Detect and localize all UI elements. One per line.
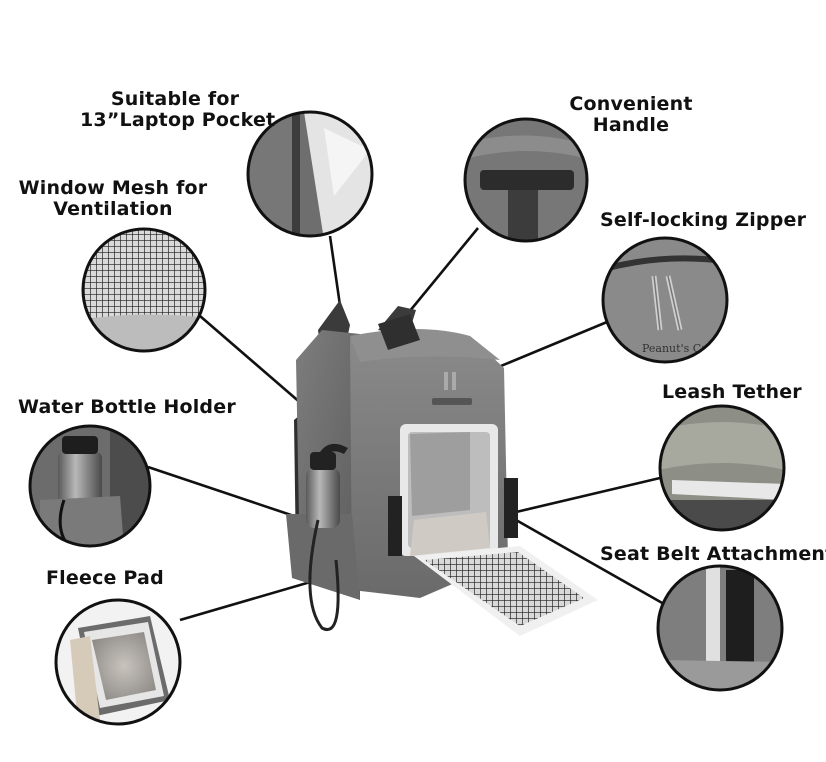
handle-label-line1: Convenient [569,93,693,115]
handle-label-line2: Handle [592,114,670,136]
fleece-pad-label: Fleece Pad [46,567,164,589]
laptop-pocket-label-line2: 13”Laptop Pocket [80,109,276,131]
zipper-detail-photo: Peanut's Ca [601,236,729,364]
handle-detail-photo [463,117,589,243]
laptop-pocket-label-line1: Suitable for [110,88,240,110]
bottle-holder-detail-photo [28,424,152,548]
seat-belt-detail-photo [656,564,784,692]
seat-belt-label: Seat Belt Attachment [600,543,826,565]
laptop-pocket-label: Suitable for 13”Laptop Pocket [80,88,276,131]
backpack [286,300,598,636]
mesh-detail-photo [81,227,207,353]
leash-tether-label: Leash Tether [662,381,802,403]
leash-tether-detail-photo [658,404,786,532]
mesh-label-line2: Ventilation [53,198,173,220]
brand-text: Peanut's Ca [642,342,708,355]
mesh-label-line1: Window Mesh for [18,177,208,199]
bottle-holder-label: Water Bottle Holder [18,396,236,418]
fleece-pad-detail-photo [54,598,182,726]
mesh-label: Window Mesh for Ventilation [16,178,210,220]
handle-label: Convenient Handle [565,94,697,136]
zipper-label: Self-locking Zipper [600,209,807,231]
